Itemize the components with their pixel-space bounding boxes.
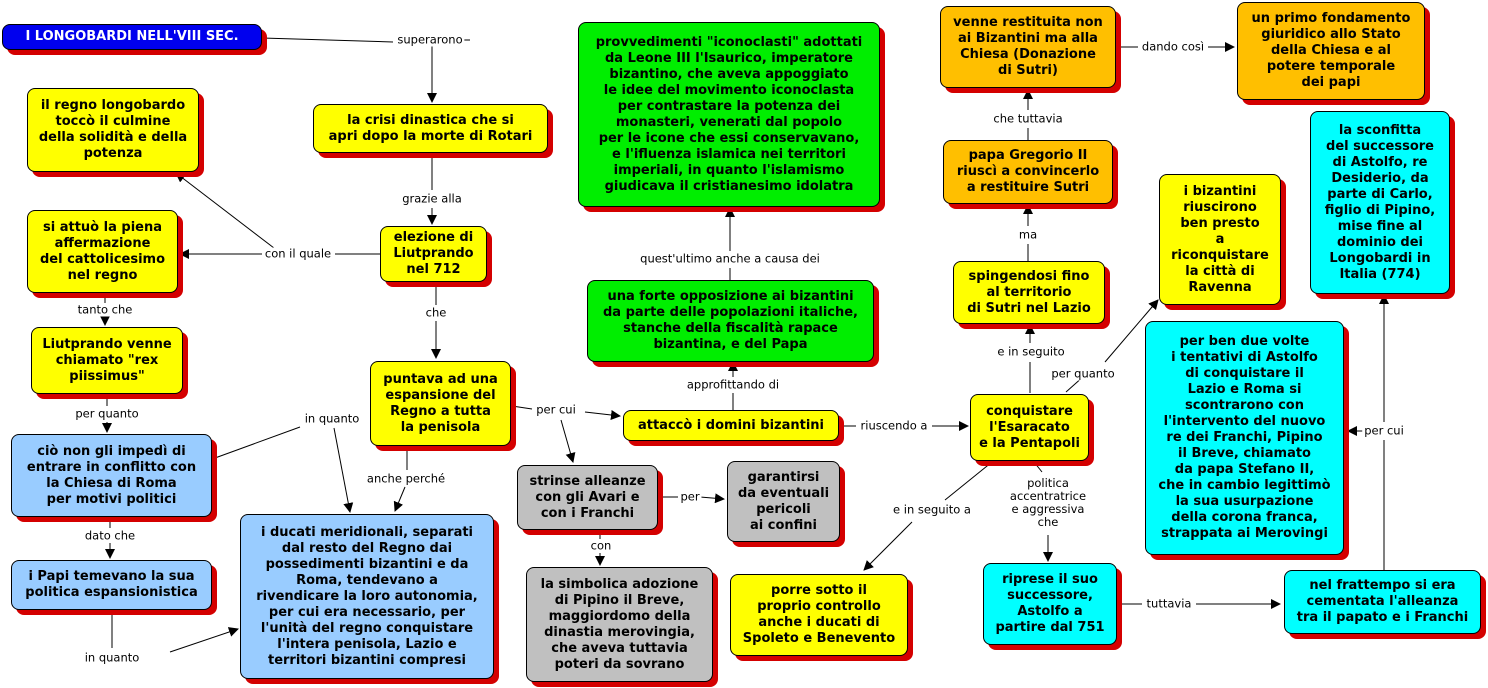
link-label-politica-accentratrice: politica accentratrice e aggressiva che [1007, 476, 1089, 529]
link-label-per-quanto-right: per quanto [1049, 366, 1117, 381]
node-espansione-penisola: puntava ad una espansione del Regno a tu… [370, 361, 511, 446]
node-conflitto-chiesa: ciò non gli impedì di entrare in conflit… [11, 434, 212, 517]
node-alleanza-papato-franchi: nel frattempo si era cementata l'alleanz… [1284, 570, 1481, 634]
node-astolfo-751: riprese il suo successore, Astolfo a par… [983, 563, 1117, 645]
node-fondamento-giuridico: un primo fondamento giuridico allo Stato… [1237, 2, 1425, 100]
link-label-ma: ma [1016, 227, 1040, 242]
link-label-che: che [423, 305, 449, 320]
link-label-dato-che: dato che [82, 528, 138, 543]
node-donazione-sutri: venne restituita non ai Bizantini ma all… [940, 6, 1116, 88]
link-label-in-quanto-lower: in quanto [82, 650, 142, 665]
link-label-dando-cosi: dando così [1139, 39, 1207, 54]
link-label-con: con [588, 538, 614, 553]
node-crisi-dinastica: la crisi dinastica che si apri dopo la m… [313, 104, 548, 153]
map-title: I LONGOBARDI NELL'VIII SEC. [2, 24, 262, 50]
node-tentativi-astolfo: per ben due volte i tentativi di Astolfo… [1145, 321, 1344, 555]
link-label-tuttavia: tuttavia [1144, 596, 1194, 611]
link-label-e-in-seguito: e in seguito [995, 344, 1067, 359]
node-elezione-liutprando: elezione di Liutprando nel 712 [380, 226, 487, 282]
node-papi-temevano: i Papi temevano la sua politica espansio… [11, 560, 212, 610]
node-iconoclasti: provvedimenti "iconoclasti" adottati da … [578, 22, 880, 207]
node-cattolicesimo: si attuò la piena affermazione del catto… [27, 210, 178, 293]
node-attacco-bizantini: attaccò i domini bizantini [623, 410, 839, 441]
link-label-per: per [678, 489, 702, 504]
link-label-riuscendo-a: riuscendo a [858, 418, 930, 433]
node-spoleto-benevento: porre sotto il proprio controllo anche i… [730, 574, 908, 656]
node-garantirsi: garantirsi da eventuali pericoli ai conf… [727, 461, 840, 542]
link-label-e-in-seguito-a: e in seguito a [891, 502, 973, 517]
node-alleanze: strinse alleanze con gli Avari e con i F… [517, 465, 658, 530]
link-label-anche-perche: anche perché [364, 471, 448, 486]
node-regno-culmine: il regno longobardo toccò il culmine del… [27, 88, 199, 172]
node-gregorio-ii: papa Gregorio II riuscì a convincerlo a … [943, 140, 1113, 204]
node-opposizione-bizantini: una forte opposizione ai bizantini da pa… [587, 280, 874, 362]
link-label-quest-ultimo: quest'ultimo anche a causa dei [638, 251, 822, 266]
node-sconfitta-desiderio: la sconfitta del successore di Astolfo, … [1310, 111, 1450, 294]
link-label-superarono: superarono [395, 32, 465, 47]
node-ducati-meridionali: i ducati meridionali, separati dal resto… [240, 514, 494, 679]
link-label-tanto-che: tanto che [75, 302, 135, 317]
link-label-approfittando-di: approfittando di [684, 377, 782, 392]
node-rex-piissimus: Liutprando venne chiamato "rex piissimus… [31, 327, 183, 394]
node-simbolica-adozione: la simbolica adozione di Pipino il Breve… [526, 567, 713, 682]
link-label-che-tuttavia: che tuttavia [991, 111, 1065, 126]
link-label-per-quanto: per quanto [73, 406, 141, 421]
link-label-per-cui-left: per cui [534, 402, 578, 417]
link-label-per-cui-right: per cui [1362, 423, 1406, 438]
node-esaracato-pentapoli: conquistare l'Esaracato e la Pentapoli [970, 394, 1089, 461]
link-label-in-quanto-upper: in quanto [302, 411, 362, 426]
node-ravenna: i bizantini riuscirono ben presto a rico… [1159, 174, 1281, 305]
link-label-con-il-quale: con il quale [262, 246, 334, 261]
link-label-grazie-alla: grazie alla [400, 191, 464, 206]
node-sutri-lazio: spingendosi fino al territorio di Sutri … [953, 261, 1105, 324]
